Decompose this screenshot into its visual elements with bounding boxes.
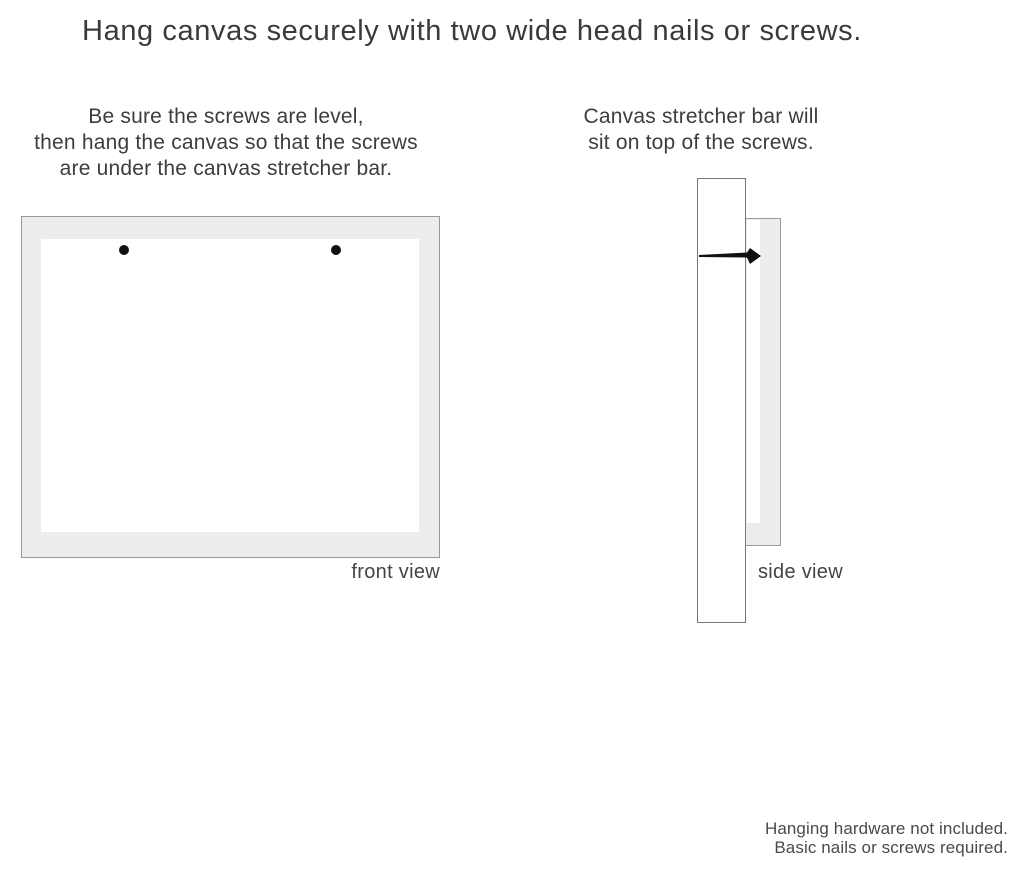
hardware-disclaimer: Hanging hardware not included. Basic nai… — [765, 819, 1008, 857]
side-view-instruction: Canvas stretcher bar will sit on top of … — [501, 104, 901, 156]
page-title: Hang canvas securely with two wide head … — [82, 15, 862, 47]
front-view-label: front view — [351, 561, 440, 583]
disclaimer-line: Hanging hardware not included. — [764, 819, 1008, 838]
canvas-side-rect — [745, 218, 781, 546]
instruction-line: then hang the canvas so that the screws — [34, 131, 418, 154]
disclaimer-line: Basic nails or screws required. — [774, 838, 1008, 857]
side-view-label: side view — [758, 561, 843, 583]
stretcher-bar-rect — [697, 178, 746, 623]
nail-icon — [699, 248, 761, 264]
front-view-diagram — [21, 216, 440, 558]
instruction-line: Be sure the screws are level, — [88, 105, 364, 128]
screw-dot-left-icon — [119, 245, 129, 255]
canvas-inner-area — [41, 239, 419, 532]
screw-dot-right-icon — [331, 245, 341, 255]
instruction-line: sit on top of the screws. — [588, 131, 814, 154]
canvas-side-inner-area — [747, 220, 760, 523]
front-view-instruction: Be sure the screws are level, then hang … — [26, 104, 426, 182]
instruction-line: are under the canvas stretcher bar. — [59, 157, 393, 180]
instruction-line: Canvas stretcher bar will — [583, 105, 819, 128]
